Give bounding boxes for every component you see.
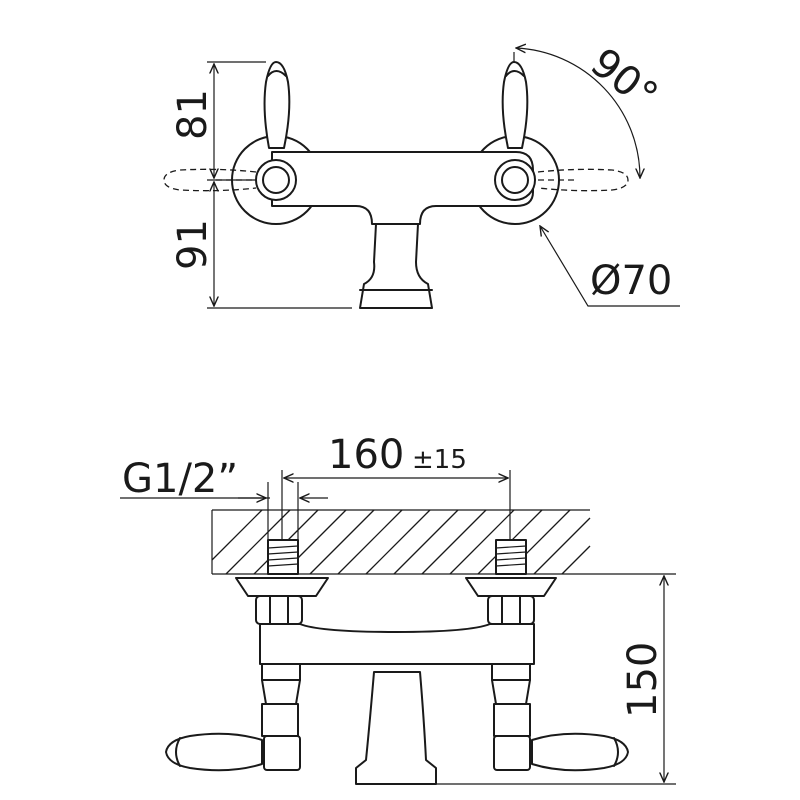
dim-diameter-label: Ø70: [590, 258, 672, 304]
left-hex-nut: [255, 595, 303, 625]
right-wall-plate: [465, 577, 557, 597]
right-valve-body: [493, 703, 531, 737]
right-valve-housing: [491, 663, 531, 705]
left-valve-cap: [263, 735, 301, 771]
top-body-bar: [271, 151, 534, 225]
left-wall-plate: [235, 577, 329, 597]
spacing-value-label: 160: [328, 432, 404, 478]
left-front-lever: [165, 732, 263, 772]
spacing-tolerance-label: ±15: [412, 445, 467, 475]
angle-arc: [516, 48, 640, 178]
left-valve-housing: [261, 663, 301, 705]
left-thread-inlet: [267, 539, 299, 575]
diameter-leader: [540, 226, 680, 307]
right-hex-nut: [487, 595, 535, 625]
dim-81-label: 81: [170, 89, 216, 140]
dim-91-label: 91: [170, 219, 216, 270]
front-view: G1/2” 160 ±15 150: [120, 432, 676, 785]
top-view: 81 91 90° Ø70: [163, 40, 680, 309]
left-valve-body: [261, 703, 299, 737]
front-body: [259, 623, 535, 665]
right-valve-cap: [493, 735, 531, 771]
thread-size-label: G1/2”: [122, 456, 238, 502]
top-spout: [359, 223, 433, 309]
right-thread-inlet: [495, 539, 527, 575]
right-front-lever: [531, 732, 629, 772]
dim-90-angle-label: 90°: [582, 40, 666, 120]
right-lever-rotated: [537, 168, 629, 192]
left-lever-rotated: [163, 168, 257, 192]
front-spout: [355, 671, 437, 785]
height-value-label: 150: [620, 642, 666, 718]
left-lever-handle: [263, 61, 291, 149]
